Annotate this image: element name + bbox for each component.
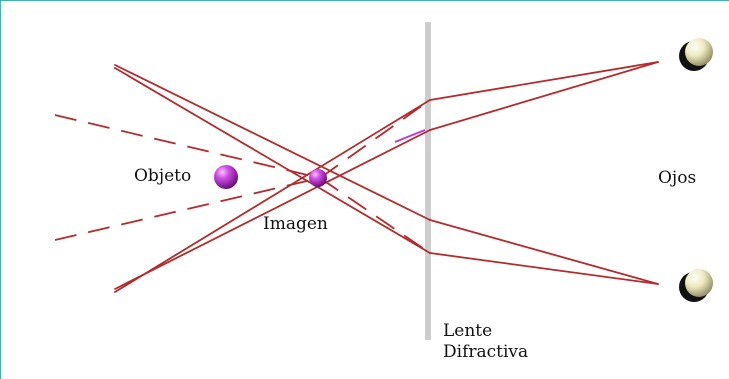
light-rays bbox=[114, 61, 659, 293]
image-label: Imagen bbox=[263, 214, 328, 234]
ray-highlight bbox=[394, 129, 426, 143]
virtual-rays bbox=[54, 99, 431, 254]
ray-7 bbox=[429, 219, 659, 285]
virtual-ray-1 bbox=[54, 114, 321, 179]
diffractive-lens bbox=[425, 22, 431, 340]
lens-label-line2: Difractiva bbox=[443, 342, 529, 362]
lens-label: Lente Difractiva bbox=[443, 321, 528, 363]
eye-bottom bbox=[679, 269, 713, 302]
ray-3 bbox=[114, 99, 431, 293]
eye-top bbox=[679, 38, 713, 71]
image-sphere bbox=[309, 169, 327, 187]
object-sphere bbox=[214, 165, 238, 189]
ray-8 bbox=[429, 252, 659, 285]
ray-6 bbox=[429, 61, 659, 131]
virtual-ray-3 bbox=[319, 99, 431, 179]
object-label: Objeto bbox=[134, 166, 192, 186]
virtual-ray-4 bbox=[319, 177, 431, 254]
ray-4 bbox=[114, 129, 431, 290]
ray-5 bbox=[429, 61, 659, 101]
eyes-label: Ojos bbox=[658, 168, 697, 188]
ray-1 bbox=[114, 64, 431, 221]
lens-label-line1: Lente bbox=[443, 321, 493, 341]
virtual-ray-2 bbox=[54, 177, 321, 241]
ray-2 bbox=[114, 67, 431, 254]
